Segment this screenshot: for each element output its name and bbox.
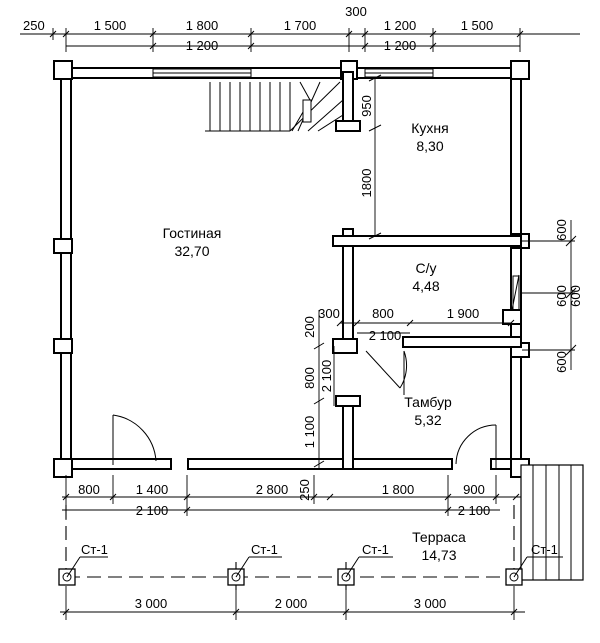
dim-top-1700: 1 700 <box>284 18 317 33</box>
room-name-bath: С/у <box>416 260 437 276</box>
dim-bottom-900: 900 <box>463 482 485 497</box>
room-name-vestibule: Тамбур <box>404 394 452 410</box>
dim-window-1200-right: 1 200 <box>384 38 417 53</box>
dim-window-1200-left: 1 200 <box>186 38 219 53</box>
column-label-1: Ст-1 <box>81 542 108 557</box>
dim-right-600-1: 600 <box>554 219 569 241</box>
column-label-3: Ст-1 <box>362 542 389 557</box>
column-1: Ст-1 <box>58 542 108 586</box>
middle-dimensions: 300 800 1 900 2 100 <box>318 306 515 343</box>
kitchen-dimensions: 950 1800 <box>359 74 382 240</box>
dim-top-1500-left: 1 500 <box>94 18 127 33</box>
dim-right-600-4: 600 <box>554 351 569 373</box>
dim-top-250: 250 <box>23 18 45 33</box>
staircase <box>205 81 344 132</box>
dim-2100-mid: 2 100 <box>369 328 402 343</box>
columns: Ст-1 Ст-1 Ст-1 Ст-1 <box>58 542 563 586</box>
dim-top-300: 300 <box>345 4 367 19</box>
dim-right-600-3: 600 <box>568 285 583 307</box>
interior-walls <box>332 71 522 470</box>
room-area-living: 32,70 <box>174 243 209 259</box>
room-labels: Гостиная 32,70 Кухня 8,30 С/у 4,48 Тамбу… <box>163 120 466 563</box>
column-label-2: Ст-1 <box>251 542 278 557</box>
room-name-living: Гостиная <box>163 225 222 241</box>
room-area-kitchen: 8,30 <box>416 138 443 154</box>
column-2: Ст-1 <box>227 542 282 586</box>
dim-800-vert: 800 <box>302 367 317 389</box>
dim-1900-mid: 1 900 <box>447 306 480 321</box>
column-dimensions: 3 000 2 000 3 000 <box>60 586 525 620</box>
dim-bottom-2100-left: 2 100 <box>136 503 169 518</box>
dim-800-mid: 800 <box>372 306 394 321</box>
dim-col-3000-right: 3 000 <box>414 596 447 611</box>
dim-col-2000: 2 000 <box>275 596 308 611</box>
dim-bottom-2800: 2 800 <box>256 482 289 497</box>
dim-950: 950 <box>359 95 374 117</box>
dim-top-1200: 1 200 <box>384 18 417 33</box>
column-4: Ст-1 <box>505 542 563 586</box>
dim-1100: 1 100 <box>302 416 317 449</box>
dim-bottom-800: 800 <box>78 482 100 497</box>
room-area-bath: 4,48 <box>412 278 439 294</box>
terrace-steps <box>520 464 584 581</box>
dim-top-1500-right: 1 500 <box>461 18 494 33</box>
room-area-vestibule: 5,32 <box>414 412 441 428</box>
doors <box>112 274 520 468</box>
dim-top-1800: 1 800 <box>186 18 219 33</box>
dim-bottom-2100-right: 2 100 <box>458 503 491 518</box>
column-3: Ст-1 <box>337 542 393 586</box>
right-dimensions: 600 600 600 600 <box>522 219 583 373</box>
dim-right-600-2: 600 <box>554 285 569 307</box>
room-name-kitchen: Кухня <box>411 120 448 136</box>
room-area-terrace: 14,73 <box>421 547 456 563</box>
bottom-dimensions: 800 1 400 2 800 250 1 800 900 300 2 100 … <box>62 475 543 520</box>
dim-col-3000-left: 3 000 <box>135 596 168 611</box>
dim-300-mid: 300 <box>318 306 340 321</box>
top-dimensions: 250 1 500 1 800 1 700 300 1 200 1 500 1 … <box>20 4 580 53</box>
dim-200: 200 <box>302 316 317 338</box>
dim-2100-vert: 2 100 <box>319 360 334 393</box>
dim-1800: 1800 <box>359 169 374 198</box>
vestibule-vertical-dimensions: 200 800 1 100 2 100 <box>302 310 335 469</box>
dim-bottom-250: 250 <box>297 479 312 501</box>
dim-bottom-1800: 1 800 <box>382 482 415 497</box>
column-label-4: Ст-1 <box>531 542 558 557</box>
room-name-terrace: Терраса <box>412 529 466 545</box>
outer-walls <box>53 60 530 478</box>
dim-bottom-1400: 1 400 <box>136 482 169 497</box>
